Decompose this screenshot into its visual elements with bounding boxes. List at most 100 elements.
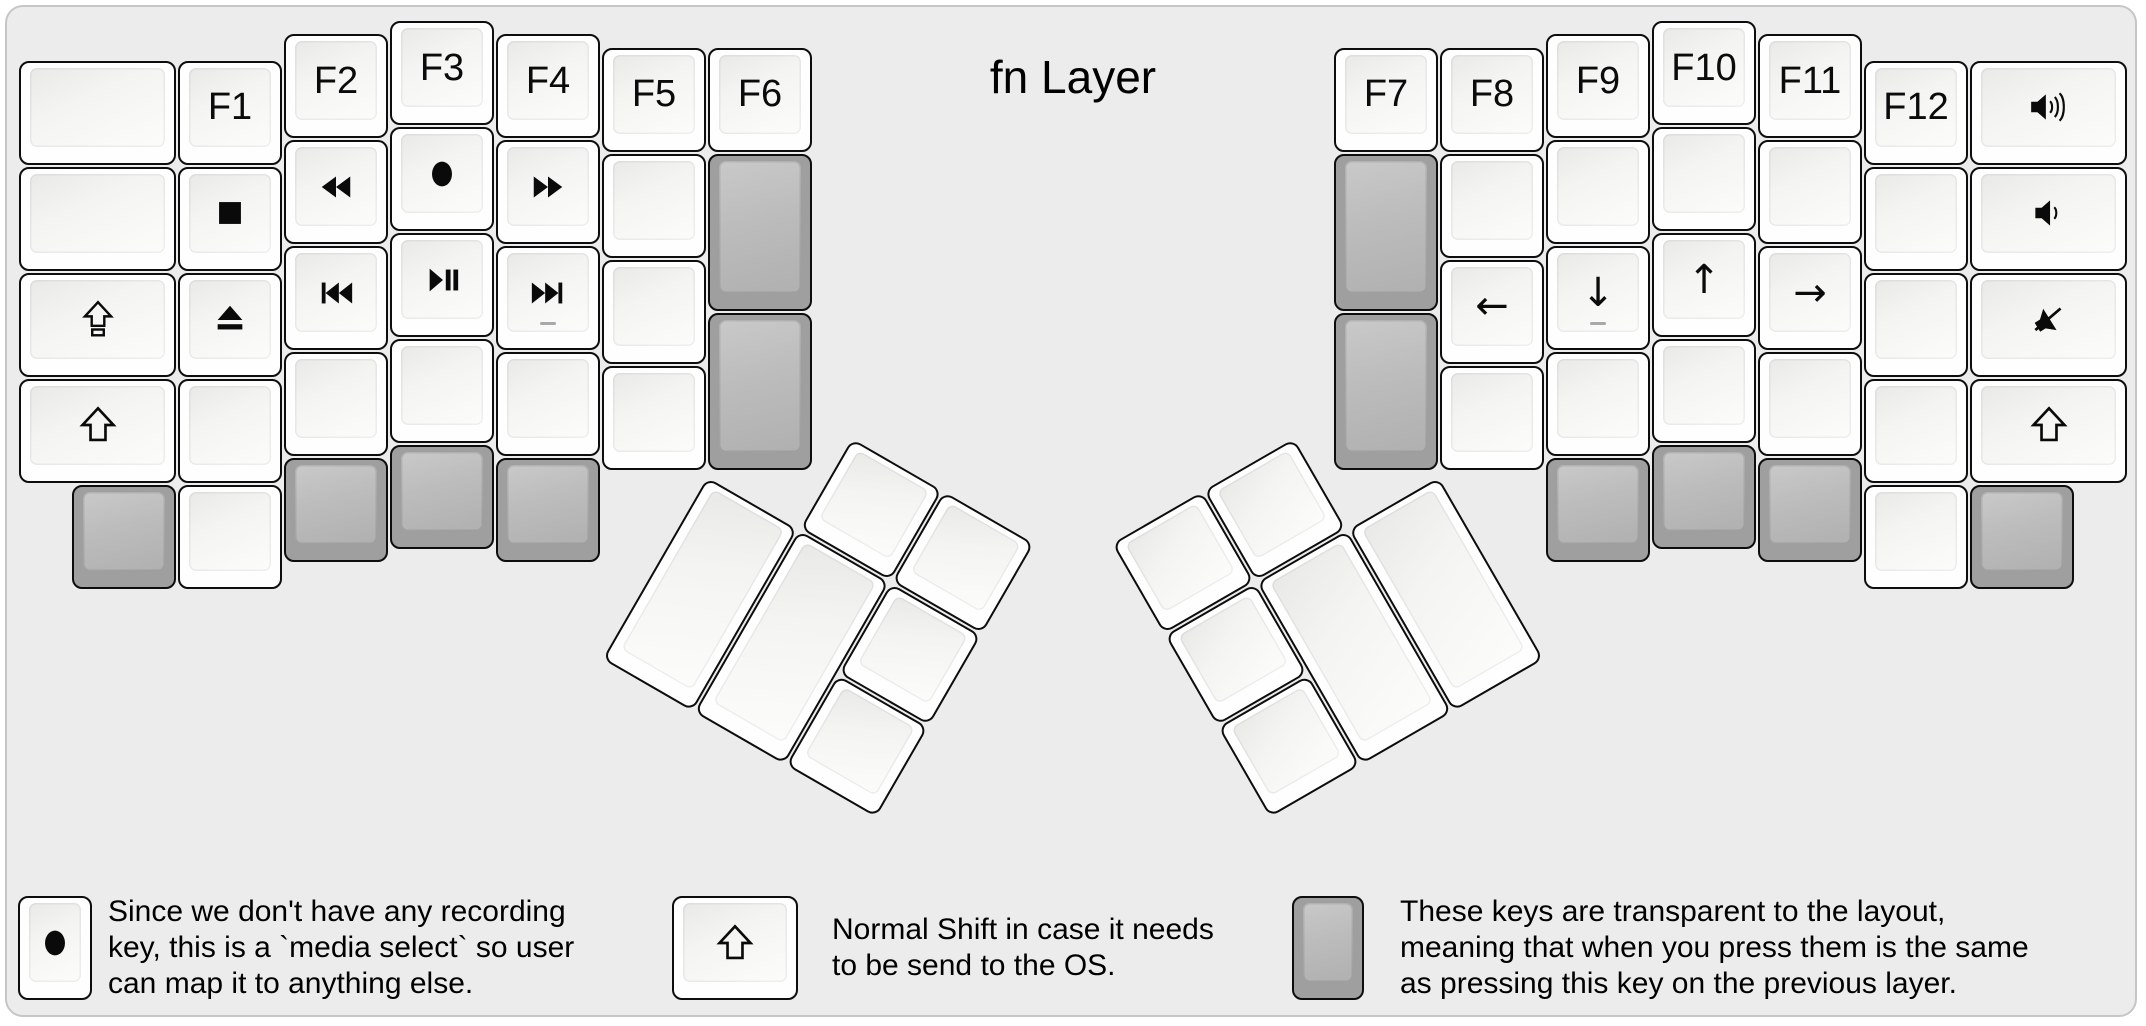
key-transparent[interactable] — [390, 445, 494, 549]
caps-lock-icon — [81, 300, 114, 337]
record-icon — [432, 161, 452, 186]
key-stop[interactable] — [178, 166, 282, 271]
key-f8[interactable]: F8 — [1440, 47, 1544, 152]
key-transparent[interactable] — [1334, 312, 1438, 470]
key-transparent[interactable] — [1758, 458, 1862, 563]
key-transparent[interactable] — [708, 153, 812, 311]
legend-line: can map it to anything else. — [108, 967, 474, 1000]
keycap-top — [1345, 319, 1427, 452]
key-blank[interactable] — [1864, 166, 1968, 271]
key-transparent[interactable] — [1334, 153, 1438, 311]
volume-up-icon — [2030, 92, 2065, 122]
key-f2[interactable]: F2 — [284, 34, 388, 139]
key-label: → — [1793, 269, 1827, 316]
keycap-top — [683, 903, 787, 982]
key-blank[interactable] — [1546, 352, 1650, 457]
keycap-top — [1124, 503, 1236, 613]
key-blank[interactable] — [178, 378, 282, 483]
key-f12[interactable]: F12 — [1864, 60, 1968, 165]
keycap-top — [295, 465, 377, 545]
key-play-pause[interactable] — [390, 233, 494, 337]
key-transparent[interactable] — [284, 458, 388, 563]
key-blank[interactable] — [1440, 153, 1544, 258]
key-f1[interactable]: F1 — [178, 60, 282, 165]
legend-text-shift: Normal Shift in case it needs to be send… — [832, 912, 1214, 984]
key-blank[interactable] — [1758, 140, 1862, 245]
key-mute[interactable] — [1970, 272, 2127, 377]
key-transparent[interactable] — [496, 458, 600, 563]
key-blank[interactable] — [1758, 352, 1862, 457]
key-blank[interactable] — [1864, 484, 1968, 589]
keycap-top — [1769, 465, 1851, 545]
key-shift-left[interactable] — [19, 378, 176, 483]
keycap-top: F4 — [507, 41, 589, 121]
key-arrow-up[interactable]: ↑ — [1652, 233, 1756, 337]
key-shift-right[interactable] — [1970, 378, 2127, 483]
keycap-top — [1769, 147, 1851, 227]
key-f7[interactable]: F7 — [1334, 47, 1438, 152]
key-label: F6 — [737, 73, 783, 115]
key-blank[interactable] — [1864, 272, 1968, 377]
key-record[interactable] — [390, 127, 494, 231]
keycap-top — [189, 279, 271, 359]
key-transparent[interactable] — [72, 484, 176, 589]
key-arrow-left[interactable]: ← — [1440, 259, 1544, 364]
keycap-top — [189, 385, 271, 465]
key-label: ← — [1475, 283, 1509, 329]
key-blank[interactable] — [602, 259, 706, 364]
key-f5[interactable]: F5 — [602, 47, 706, 152]
key-blank[interactable] — [19, 60, 176, 165]
key-transparent[interactable] — [1652, 445, 1756, 549]
keycap-top: F3 — [401, 28, 483, 107]
key-blank[interactable] — [1546, 140, 1650, 245]
key-f11[interactable]: F11 — [1758, 34, 1862, 139]
keycap-top — [30, 279, 165, 359]
key-f3[interactable]: F3 — [390, 21, 494, 125]
key-arrow-right[interactable]: → — [1758, 246, 1862, 351]
key-transparent[interactable] — [708, 312, 812, 470]
keycap-top — [613, 372, 695, 452]
legend-line: to be send to the OS. — [832, 949, 1116, 982]
key-f4[interactable]: F4 — [496, 34, 600, 139]
key-arrow-down[interactable]: ↓ — [1546, 246, 1650, 351]
key-blank[interactable] — [1864, 378, 1968, 483]
keycap-top — [1875, 491, 1957, 571]
key-blank[interactable] — [178, 484, 282, 589]
key-volume-down[interactable] — [1970, 166, 2127, 271]
key-label: F4 — [525, 59, 571, 102]
key-blank[interactable] — [602, 153, 706, 258]
key-volume-up[interactable] — [1970, 60, 2127, 165]
key-blank[interactable] — [19, 166, 176, 271]
key-caps-lock[interactable] — [19, 272, 176, 377]
key-blank[interactable] — [1440, 365, 1544, 470]
key-blank[interactable] — [1652, 127, 1756, 231]
key-f9[interactable]: F9 — [1546, 34, 1650, 139]
key-blank[interactable] — [496, 352, 600, 457]
key-transparent[interactable] — [1546, 458, 1650, 563]
key-eject[interactable] — [178, 272, 282, 377]
record-icon — [45, 930, 65, 955]
key-blank[interactable] — [1652, 339, 1756, 443]
key-fast-forward[interactable] — [496, 140, 600, 245]
key-blank[interactable] — [390, 339, 494, 443]
keycap-top — [1557, 359, 1639, 439]
key-label: F10 — [1671, 46, 1737, 89]
key-blank[interactable] — [602, 365, 706, 470]
key-next-track[interactable] — [496, 246, 600, 351]
keycap-top — [1769, 359, 1851, 439]
keycap-top — [1345, 160, 1427, 293]
key-prev-track[interactable] — [284, 246, 388, 351]
keycap-top — [1451, 160, 1533, 240]
key-transparent[interactable] — [1970, 484, 2074, 589]
keycap-top — [1216, 450, 1328, 560]
key-f6[interactable]: F6 — [708, 47, 812, 152]
key-blank[interactable] — [284, 352, 388, 457]
keycap-top: → — [1769, 253, 1851, 333]
key-label: F7 — [1363, 73, 1409, 115]
key-f10[interactable]: F10 — [1652, 21, 1756, 125]
eject-icon — [217, 305, 243, 330]
key-rewind[interactable] — [284, 140, 388, 245]
key-label: F8 — [1469, 73, 1515, 115]
